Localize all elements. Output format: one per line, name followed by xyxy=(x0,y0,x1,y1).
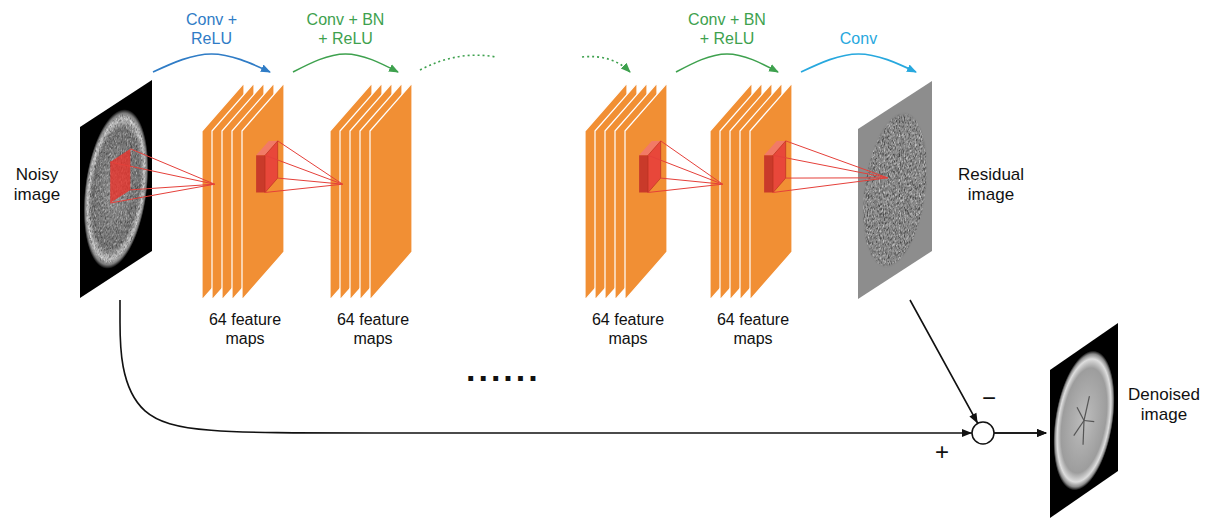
sign-label: + xyxy=(935,438,949,467)
edge-label-holder: Conv + BN + ReLU xyxy=(684,10,770,48)
edge-label-holder: − xyxy=(982,384,996,413)
receptive-line xyxy=(786,177,888,178)
receptive-line xyxy=(661,178,723,184)
receptive-line xyxy=(110,162,214,184)
operation-arrow xyxy=(153,54,270,72)
sum-junction xyxy=(972,422,994,444)
receptive-line xyxy=(110,184,214,203)
feature-map-sheet xyxy=(750,83,792,300)
edge-label-holder: Conv xyxy=(829,29,889,48)
arrow-head xyxy=(969,413,977,424)
arrow-head xyxy=(962,429,972,437)
edge-label-holder: Conv + ReLU xyxy=(176,10,248,48)
residual-image-picture xyxy=(858,81,932,299)
image-noise xyxy=(863,96,927,283)
feature-map-stack: 64 feature maps xyxy=(579,72,678,354)
operation-label: Conv + BN + ReLU xyxy=(303,10,389,48)
operation-arrow xyxy=(801,54,916,72)
receptive-line xyxy=(661,141,723,184)
node-label: 64 feature maps xyxy=(581,310,675,348)
receptive-line xyxy=(278,141,343,184)
receptive-field xyxy=(764,155,773,192)
residual-connection xyxy=(910,300,1046,433)
receptive-line xyxy=(130,149,214,184)
node-label: Denoised image xyxy=(1124,385,1204,426)
receptive-field xyxy=(639,155,648,192)
operation-label: Conv + BN + ReLU xyxy=(684,10,770,48)
image-detail xyxy=(1084,396,1089,420)
denoised-image-picture xyxy=(1050,323,1118,518)
node-label: Noisy image xyxy=(5,165,69,206)
node-label: Residual image xyxy=(944,165,1038,206)
receptive-line xyxy=(773,178,888,193)
operation-arrow xyxy=(293,54,398,72)
image-slice xyxy=(1053,333,1114,509)
edge-label-holder: Conv + BN + ReLU xyxy=(303,10,389,48)
node-label: 64 feature maps xyxy=(326,310,420,348)
feature-map-stack: 64 feature maps xyxy=(704,72,803,354)
receptive-line xyxy=(786,141,888,178)
receptive-line xyxy=(648,184,723,192)
operation-label: Conv xyxy=(829,29,889,48)
receptive-field xyxy=(265,141,278,193)
receptive-line xyxy=(265,184,343,192)
image-slice xyxy=(862,94,927,286)
node-label: 64 feature maps xyxy=(198,310,292,348)
image-detail xyxy=(1082,421,1084,445)
receptive-field xyxy=(110,149,130,203)
receptive-line xyxy=(130,184,214,190)
receptive-line xyxy=(265,155,343,184)
image-node: Residual image xyxy=(852,72,1042,300)
image-node: Denoised image xyxy=(1046,318,1207,522)
feature-map-stack: 64 feature maps xyxy=(196,72,295,354)
operation-arrow xyxy=(676,54,778,72)
feature-map-sheet xyxy=(370,83,412,300)
receptive-field xyxy=(773,141,786,193)
receptive-field xyxy=(256,155,265,192)
sign-label: − xyxy=(982,384,996,413)
feature-map-stack: 64 feature maps xyxy=(324,72,423,354)
image-noise xyxy=(863,96,927,283)
operation-label: Conv + ReLU xyxy=(176,10,248,48)
image-node: Noisy image xyxy=(5,72,155,300)
receptive-line xyxy=(278,178,343,184)
image-ground xyxy=(858,81,932,299)
receptive-line xyxy=(773,155,888,178)
node-label: 64 feature maps xyxy=(706,310,800,348)
receptive-field xyxy=(648,141,661,193)
receptive-line xyxy=(648,155,723,184)
image-detail xyxy=(1077,402,1084,425)
skip-connection xyxy=(120,300,1046,433)
edge-label-holder: + xyxy=(935,438,949,467)
image-detail xyxy=(1074,421,1084,436)
continuation-arrow xyxy=(420,55,496,70)
ellipsis-dots: ...... xyxy=(466,352,541,386)
image-ground xyxy=(1050,323,1118,518)
label-holder: ...... xyxy=(466,352,541,386)
continuation-arrow xyxy=(582,57,630,72)
